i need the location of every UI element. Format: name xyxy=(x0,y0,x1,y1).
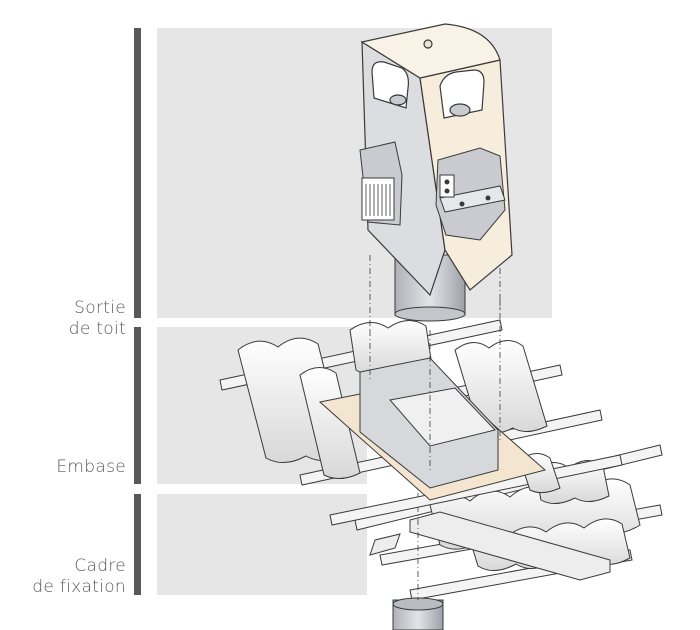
label-embase: Embase xyxy=(56,457,126,477)
cap-cutaway-right xyxy=(435,147,506,241)
bar-cadre-de-fixation xyxy=(134,494,141,595)
lower-roof-rafters xyxy=(369,511,611,581)
label-cadre-de-fixation: Cadre de fixation xyxy=(32,556,126,597)
bar-sortie-de-toit xyxy=(134,28,141,318)
cap-vent-openings xyxy=(371,61,485,119)
cap-cutaway-left xyxy=(359,141,403,226)
label-sortie-de-toit: Sortie de toit xyxy=(68,298,126,339)
bar-embase xyxy=(134,327,141,484)
band-cadre-de-fixation xyxy=(157,494,367,595)
